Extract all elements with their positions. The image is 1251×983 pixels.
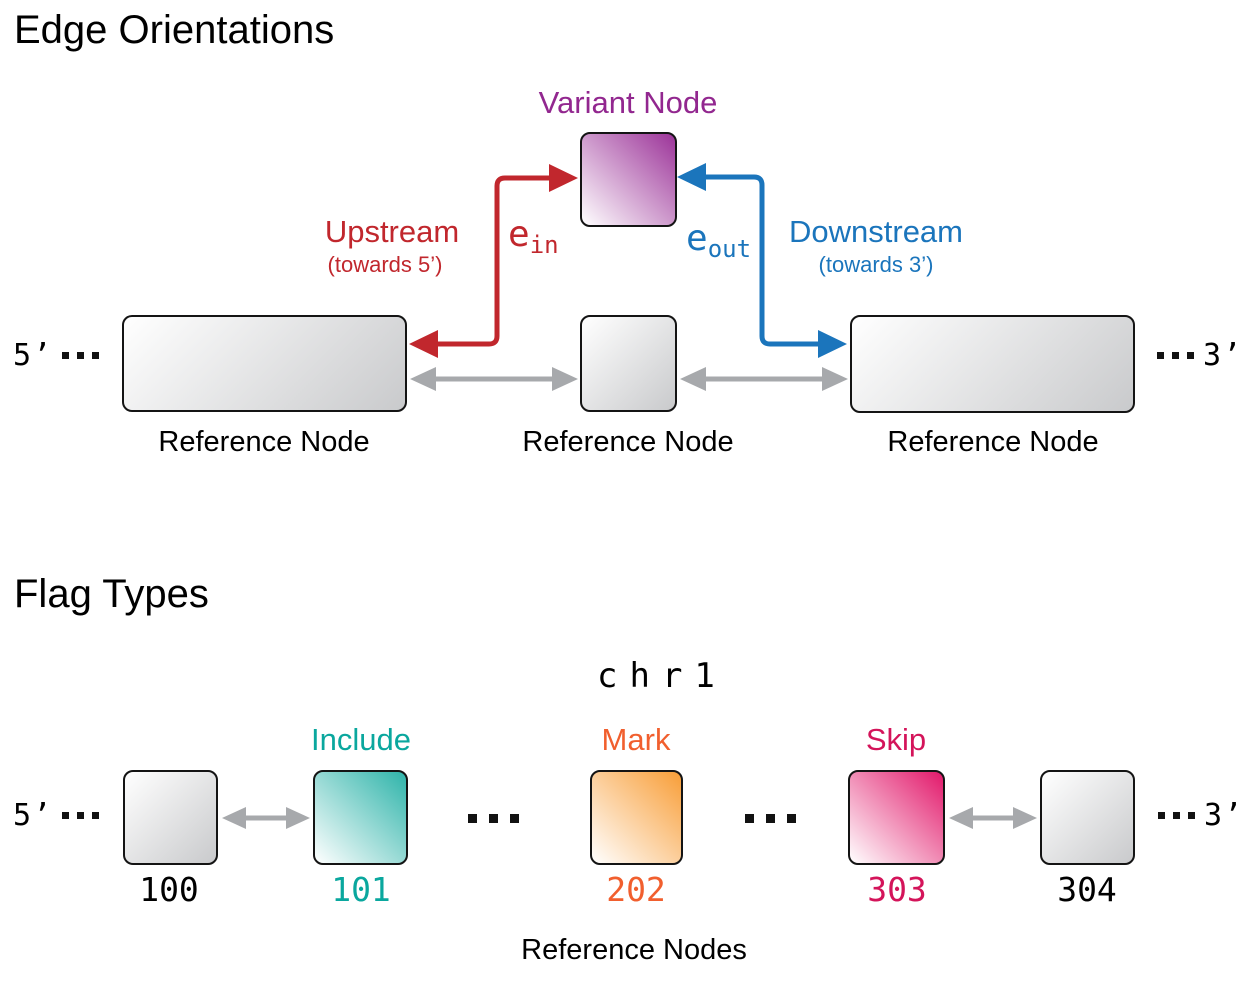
arrowhead-right-icon (818, 330, 847, 358)
arrowhead-left-icon (409, 330, 438, 358)
upstream-edge-arrow (409, 164, 578, 358)
ellipsis-icon (1158, 812, 1195, 819)
downstream-sublabel: (towards 3’) (818, 252, 934, 277)
section-title-flag-types: Flag Types (14, 572, 209, 616)
reference-node-right-caption: Reference Node (887, 426, 1099, 458)
five-prime-marker-top: 5’ (13, 338, 108, 373)
ellipsis-icon (62, 352, 100, 359)
node-id-100: 100 (139, 870, 199, 909)
edge-out-base: e (686, 218, 708, 259)
reference-node-left-caption: Reference Node (158, 426, 370, 458)
reference-backbone-arrow-left (410, 367, 578, 391)
flag-label-mark: Mark (601, 722, 671, 757)
edge-out-subscript: out (707, 235, 752, 263)
arrowhead-left-icon (677, 163, 706, 191)
reference-nodes-caption: Reference Nodes (521, 934, 747, 966)
edge-in-subscript: in (529, 231, 559, 259)
reference-node-middle (580, 315, 677, 412)
ellipsis-icon (745, 814, 796, 823)
variant-node (580, 132, 677, 227)
ellipsis-icon (62, 812, 100, 819)
downstream-label: Downstream (789, 214, 963, 249)
arrowhead-right-icon (549, 164, 578, 192)
flag-label-include: Include (311, 722, 411, 757)
flag-backbone-arrow-left (222, 807, 310, 829)
five-prime-marker-bottom: 5’ (13, 798, 108, 833)
flag-label-skip: Skip (865, 722, 927, 757)
ellipsis-icon (1157, 352, 1194, 359)
flag-backbone-arrow-right (949, 807, 1037, 829)
three-prime-marker-bottom: 3’ (1149, 798, 1244, 833)
ellipsis-icon (468, 814, 519, 823)
flag-node-303-skip (848, 770, 945, 865)
flag-node-202-mark (590, 770, 683, 865)
reference-node-middle-caption: Reference Node (522, 426, 734, 458)
five-prime-text: 5’ (13, 798, 54, 833)
five-prime-text: 5’ (13, 338, 54, 373)
flag-node-100 (123, 770, 218, 865)
section-title-edge-orientations: Edge Orientations (14, 8, 335, 52)
node-id-303: 303 (867, 870, 927, 909)
edge-out-label: eout (686, 218, 751, 263)
chromosome-label: chr1 (597, 656, 727, 696)
three-prime-marker-top: 3’ (1148, 338, 1243, 373)
three-prime-text: 3’ (1203, 338, 1244, 373)
node-id-304: 304 (1057, 870, 1117, 909)
reference-node-left (122, 315, 407, 412)
reference-backbone-arrow-right (680, 367, 848, 391)
edge-in-base: e (508, 214, 530, 255)
downstream-edge-arrow (677, 163, 847, 358)
node-id-202: 202 (606, 870, 666, 909)
reference-node-right (850, 315, 1135, 413)
upstream-sublabel: (towards 5’) (327, 252, 443, 277)
node-id-101: 101 (331, 870, 391, 909)
upstream-label: Upstream (324, 214, 460, 249)
flag-node-101-include (313, 770, 408, 865)
flag-node-304 (1040, 770, 1135, 865)
variant-node-label: Variant Node (538, 85, 718, 120)
three-prime-text: 3’ (1204, 798, 1245, 833)
edge-in-label: ein (508, 214, 559, 259)
